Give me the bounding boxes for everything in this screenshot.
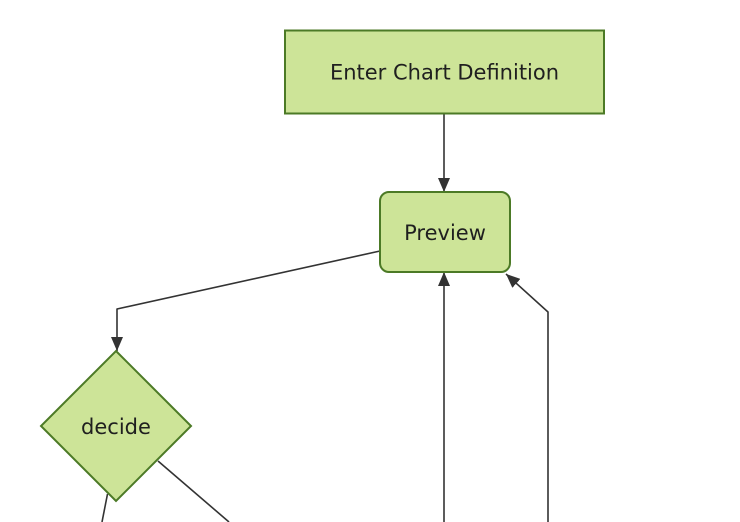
edge-decide-to-offscreen-right — [157, 460, 230, 522]
edge-preview-to-decide — [111, 250, 381, 351]
edge-decide-to-offscreen-left — [101, 493, 109, 522]
edge-layer — [101, 114, 549, 522]
preview-label: Preview — [404, 221, 486, 245]
node-decide: decide — [39, 349, 193, 503]
enter-chart-definition-label: Enter Chart Definition — [330, 61, 559, 85]
node-enter-chart-definition: Enter Chart Definition — [284, 29, 605, 115]
decide-label: decide — [81, 415, 151, 439]
preview-box — [379, 191, 511, 273]
edge-bottom-right-to-preview — [505, 273, 549, 522]
node-preview: Preview — [379, 191, 511, 273]
decide-diamond — [39, 349, 193, 503]
enter-chart-definition-box — [284, 29, 605, 115]
